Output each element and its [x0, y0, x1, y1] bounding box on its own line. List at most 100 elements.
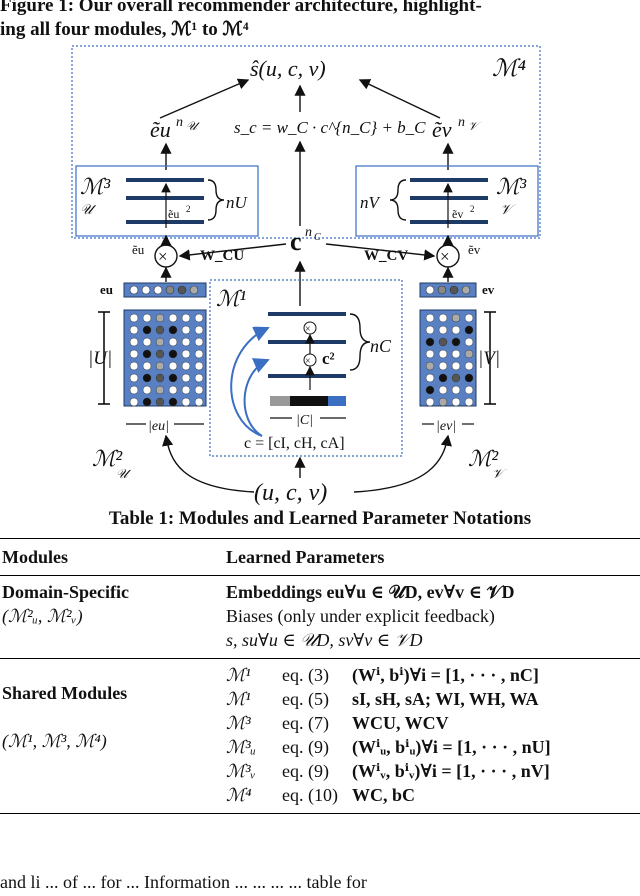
- matrix-cell: [181, 397, 191, 407]
- module-m2u-label: ℳ²: [92, 446, 123, 471]
- svg-text:𝒱: 𝒱: [500, 203, 516, 218]
- matrix-cell: [168, 337, 178, 347]
- matrix-cell: [451, 349, 461, 359]
- svg-text:2: 2: [470, 204, 475, 214]
- header-learned-parameters: Learned Parameters: [224, 538, 640, 576]
- matrix-cell: [129, 385, 139, 395]
- matrix-cell: [451, 385, 461, 395]
- matrix-cell: [142, 337, 152, 347]
- matrix-cell: [194, 349, 204, 359]
- module-symbols: (ℳ¹, ℳ³, ℳ⁴): [2, 731, 107, 751]
- module-m3u-label: ℳ³: [80, 174, 111, 199]
- param-line: s, su∀u ∈ 𝒰D, sv∀v ∈ 𝒱D: [226, 630, 423, 650]
- matrix-cell: [451, 373, 461, 383]
- matrix-cell: [155, 397, 165, 407]
- eu-vec-label: eu: [100, 282, 113, 297]
- matrix-cell: [181, 349, 191, 359]
- matrix-cell: [194, 325, 204, 335]
- matrix-cell: [142, 373, 152, 383]
- matrix-cell: [129, 325, 139, 335]
- nu-label: nU: [226, 193, 249, 212]
- matrix-cell: [425, 325, 435, 335]
- svg-text:ẽu: ẽu: [168, 207, 179, 221]
- matrix-cell: [168, 361, 178, 371]
- matrix-cell: [155, 361, 165, 371]
- matrix-cell: [425, 397, 435, 407]
- ev-nv-label: ẽv: [432, 117, 452, 142]
- matrix-cell: [142, 397, 152, 407]
- matrix-cell: [168, 313, 178, 323]
- table-row: Domain-Specific (ℳ²ᵤ, ℳ²ᵥ) Embeddings eu…: [0, 575, 640, 659]
- svg-text:×: ×: [158, 247, 168, 266]
- matrix-cell: [194, 397, 204, 407]
- svg-text:ẽu: ẽu: [132, 242, 145, 257]
- matrix-cell: [168, 385, 178, 395]
- module-m1-label: ℳ¹: [216, 286, 246, 311]
- module-symbols: (ℳ²ᵤ, ℳ²ᵥ): [2, 606, 83, 626]
- svg-text:𝒱: 𝒱: [492, 466, 507, 481]
- input-tuple: (u, c, v): [254, 480, 327, 505]
- matrix-cell: [464, 361, 474, 371]
- svg-text:2: 2: [186, 204, 191, 214]
- score-label: ŝ(u, c, v): [250, 56, 326, 81]
- matrix-cell: [194, 373, 204, 383]
- eu-nu-label: ẽu: [150, 117, 171, 142]
- matrix-cell: [129, 397, 139, 407]
- matrix-cell: [425, 385, 435, 395]
- matrix-cell: [451, 337, 461, 347]
- matrix-cell: [194, 361, 204, 371]
- matrix-cell: [129, 361, 139, 371]
- matrix-cell: [438, 325, 448, 335]
- matrix-cell: [451, 397, 461, 407]
- body-text-fragment: and li ... of ... for ... Information ..…: [0, 872, 367, 892]
- svg-text:n: n: [176, 115, 183, 130]
- matrix-cell: [194, 337, 204, 347]
- matrix-cell: [451, 313, 461, 323]
- param-line: Embeddings eu∀u ∈ 𝒰D, ev∀v ∈ 𝒱D: [226, 582, 515, 602]
- matrix-cell: [168, 373, 178, 383]
- svg-text:ẽv: ẽv: [452, 207, 463, 221]
- matrix-cell: [181, 361, 191, 371]
- matrix-cell: [425, 361, 435, 371]
- card-c-label: |C|: [296, 413, 313, 428]
- matrix-cell: [181, 385, 191, 395]
- module-m3v-label: ℳ³: [496, 174, 527, 199]
- matrix-cell: [168, 325, 178, 335]
- matrix-cell: [155, 337, 165, 347]
- matrix-cell: [425, 313, 435, 323]
- module-name: Domain-Specific: [2, 582, 129, 602]
- matrix-cell: [438, 385, 448, 395]
- header-modules: Modules: [0, 538, 224, 576]
- matrix-cell: [438, 337, 448, 347]
- matrix-cell: [181, 313, 191, 323]
- matrix-cell: [142, 349, 152, 359]
- ev-vec-label: ev: [482, 282, 495, 297]
- matrix-cell: [155, 349, 165, 359]
- matrix-cell: [438, 313, 448, 323]
- figure-caption-line2: ing all four modules, ℳ¹ to ℳ⁴: [0, 19, 249, 40]
- svg-text:×: ×: [305, 356, 311, 367]
- matrix-cell: [438, 361, 448, 371]
- module-name: Shared Modules: [2, 683, 128, 703]
- svg-text:ẽv: ẽv: [468, 242, 481, 257]
- table-header-row: Modules Learned Parameters: [0, 538, 640, 576]
- module-m4-box: [71, 45, 541, 239]
- matrix-cell: [181, 325, 191, 335]
- matrix-cell: [464, 385, 474, 395]
- wcu-label: W_CU: [200, 248, 244, 264]
- card-u-label: |U|: [88, 348, 112, 369]
- matrix-cell: [155, 373, 165, 383]
- matrix-cell: [464, 397, 474, 407]
- matrix-cell: [464, 337, 474, 347]
- architecture-diagram: ℳ⁴ ŝ(u, c, v) ẽu n 𝒰 s_c = w_C · c^{n_C}…: [71, 45, 541, 505]
- svg-text:×: ×: [440, 247, 450, 266]
- matrix-cell: [464, 373, 474, 383]
- nc-label: nC: [370, 336, 392, 356]
- matrix-cell: [181, 373, 191, 383]
- matrix-cell: [464, 313, 474, 323]
